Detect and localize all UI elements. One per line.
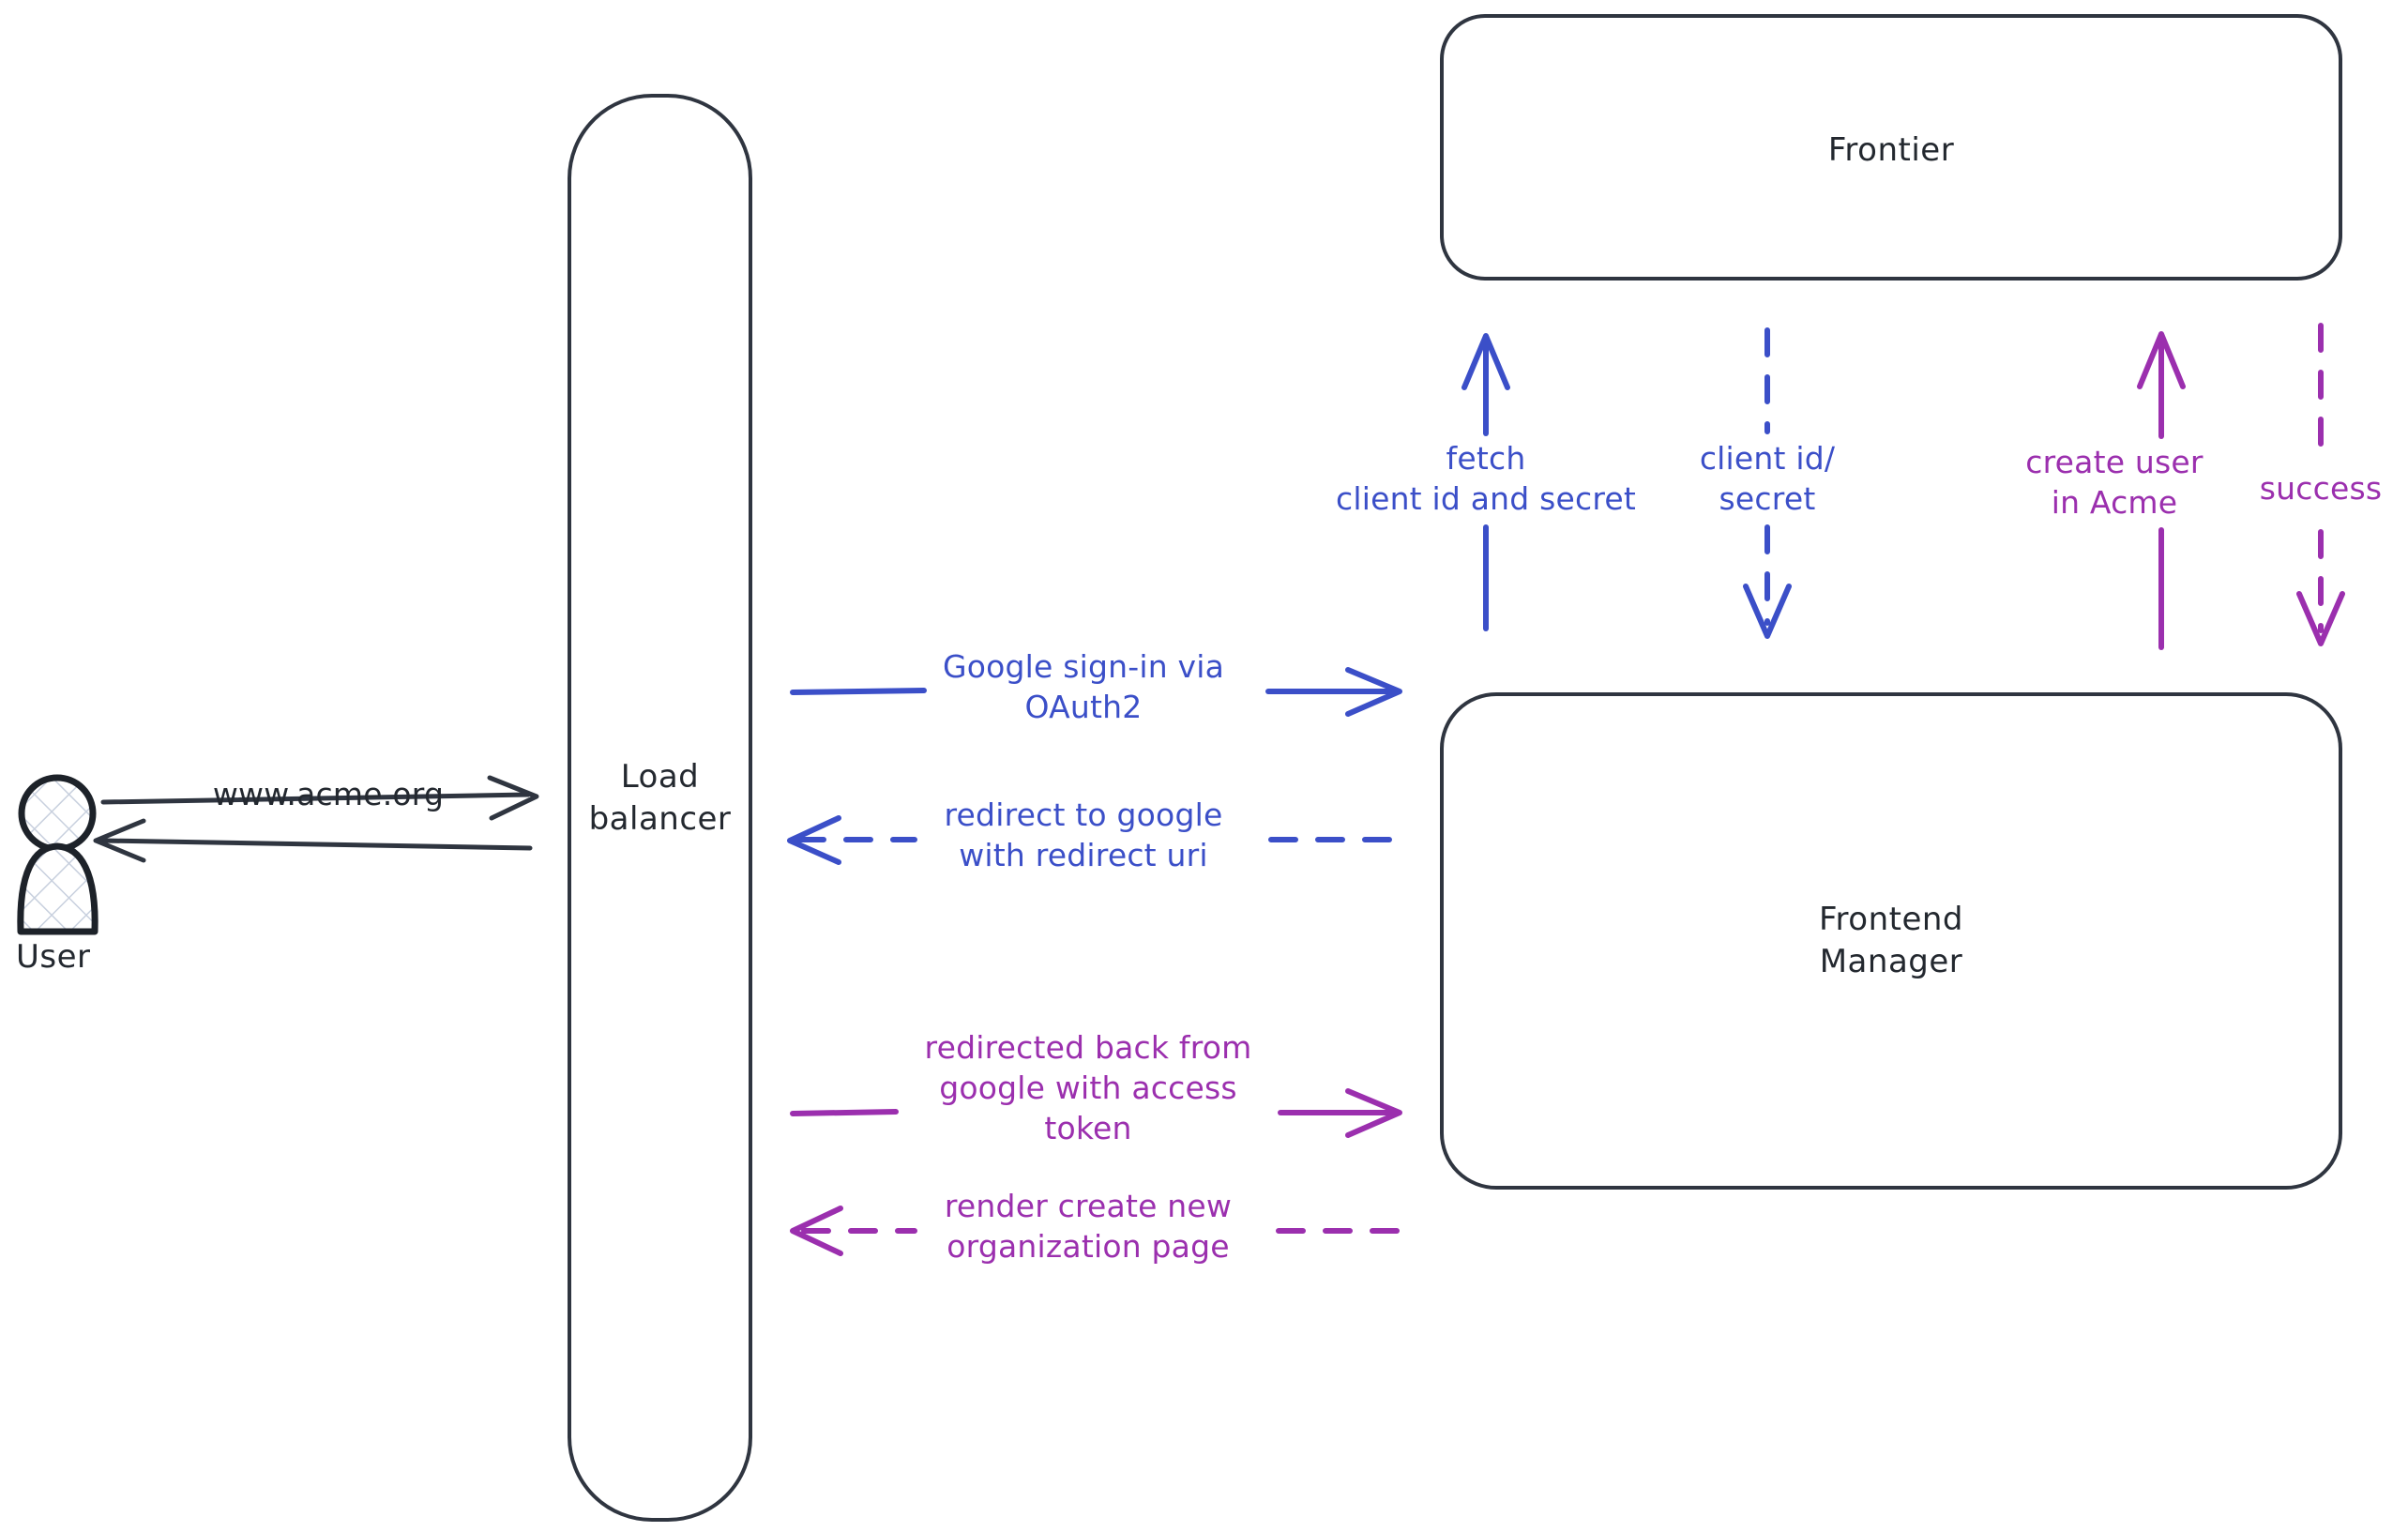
edge-label-fetch-client-secret: fetch client id and secret xyxy=(1335,440,1637,517)
edge-label-client-id-secret: client id/ secret xyxy=(1699,440,1836,517)
edge-label-redirected-back: redirected back from google with access … xyxy=(924,1029,1252,1146)
edge-label-redirect-to-google: redirect to google with redirect uri xyxy=(944,796,1223,873)
node-load-balancer[interactable] xyxy=(568,94,752,1522)
edge-label-create-user: create user in Acme xyxy=(2025,444,2204,521)
node-load-balancer-label: Load balancer xyxy=(588,758,732,838)
edge-label-success: success xyxy=(2259,470,2383,507)
node-frontend-manager-label: Frontend Manager xyxy=(1818,901,1964,980)
edge-label-google-signin: Google sign-in via OAuth2 xyxy=(942,648,1225,725)
actor-user-label: User xyxy=(16,938,91,976)
node-frontier[interactable] xyxy=(1440,14,2342,281)
edge-load-balancer-to-user xyxy=(93,818,533,863)
edge-label-render-create-org: render create new organization page xyxy=(944,1188,1233,1265)
node-frontend-manager[interactable] xyxy=(1440,692,2342,1190)
edge-label-user-to-lb: www.acme.org xyxy=(212,776,445,812)
node-frontier-label: Frontier xyxy=(1827,131,1955,169)
user-person-icon xyxy=(17,774,98,935)
